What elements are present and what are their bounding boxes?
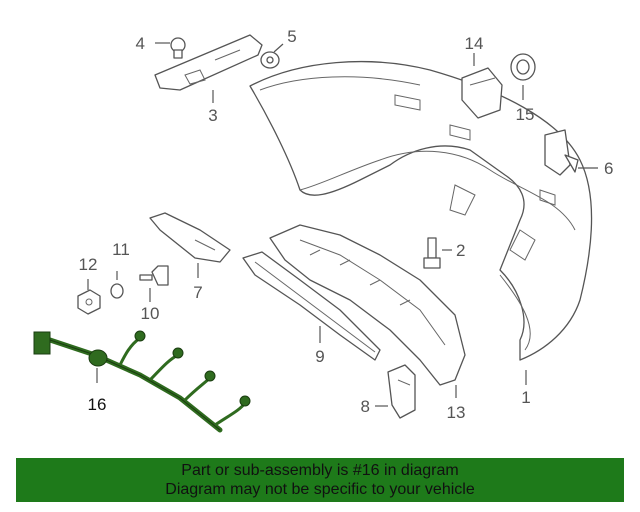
callout-7: 7: [193, 283, 202, 302]
callout-13: 13: [447, 403, 466, 422]
nut-12: [77, 289, 101, 315]
stud-4: [170, 37, 186, 59]
banner-line-2: Diagram may not be specific to your vehi…: [165, 481, 475, 498]
callout-10: 10: [141, 304, 160, 323]
callout-16: 16: [88, 395, 107, 414]
parts-diagram: 4 5 3 14 15 6 2 11 12 7 10 9 1 8 13 16: [33, 27, 613, 433]
callout-6: 6: [604, 159, 613, 178]
callout-9: 9: [315, 347, 324, 366]
callout-1: 1: [521, 388, 530, 407]
bolt-2: [423, 237, 441, 269]
reinforcement-9: [242, 251, 381, 361]
energy-absorber-13: [269, 224, 466, 386]
washer-11: [110, 283, 124, 299]
retainer-15: [510, 53, 536, 81]
callout-5: 5: [287, 27, 296, 46]
callout-14: 14: [465, 34, 484, 53]
info-banner: Part or sub-assembly is #16 in diagram D…: [16, 458, 624, 502]
callout-8: 8: [361, 397, 370, 416]
leader-lines: [87, 42, 598, 407]
banner-line-1: Part or sub-assembly is #16 in diagram: [181, 462, 459, 479]
callout-4: 4: [136, 34, 145, 53]
callout-2: 2: [456, 241, 465, 260]
callout-3: 3: [208, 106, 217, 125]
wiring-harness-16: [33, 330, 251, 433]
sensor-holder-6: [544, 129, 579, 176]
bracket-3: [154, 34, 263, 91]
screw-10: [139, 265, 169, 286]
bracket-8: [387, 364, 416, 419]
callout-12: 12: [79, 255, 98, 274]
bracket-7: [149, 212, 231, 263]
sensor-14: [461, 67, 503, 119]
washer-5: [260, 51, 280, 69]
callout-11: 11: [112, 240, 130, 259]
callout-15: 15: [516, 105, 535, 124]
